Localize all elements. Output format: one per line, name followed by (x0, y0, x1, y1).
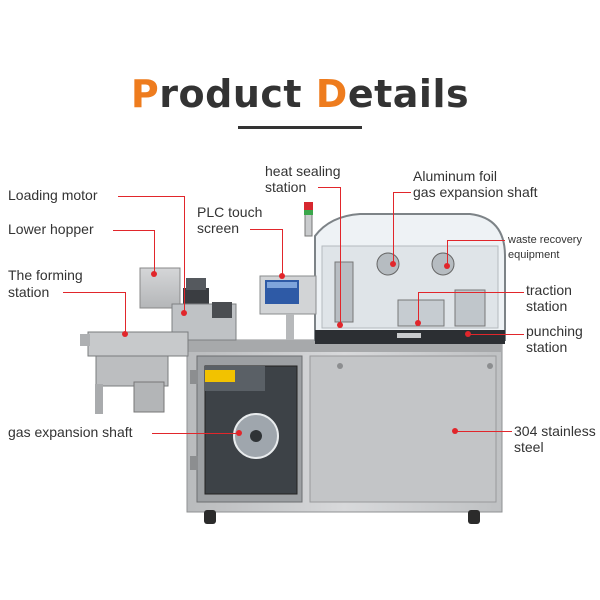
callout-forming-dot (122, 331, 128, 337)
label-heat-sealing-line2: station (265, 179, 307, 195)
callout-waste-v (447, 240, 448, 266)
label-lower-hopper: Lower hopper (8, 221, 94, 237)
callout-lower-hopper-dot (151, 271, 157, 277)
callout-plc-h (250, 229, 282, 230)
callout-punching-h (470, 334, 524, 335)
label-plc-touch-screen-line1: PLC touch (197, 204, 263, 220)
callout-traction-v (418, 292, 419, 322)
callout-gas-shaft-dot (236, 430, 242, 436)
label-loading-motor: Loading motor (8, 187, 98, 203)
label-heat-sealing-line1: heat sealing (265, 163, 341, 179)
page-title: Product Details (130, 72, 470, 116)
label-aluminum-foil-line2: gas expansion shaft (413, 184, 538, 200)
callout-lower-hopper-h (113, 230, 154, 231)
callout-plc-v (282, 229, 283, 275)
label-traction-station-line1: traction (526, 282, 572, 298)
label-punching-station-line2: station (526, 339, 568, 355)
callout-forming-h (63, 292, 125, 293)
callout-loading-motor-v (184, 196, 185, 312)
label-waste-recovery-line1: waste recovery (508, 234, 582, 246)
callout-heat-v (340, 187, 341, 325)
label-aluminum-foil-line1: Aluminum foil (413, 168, 498, 184)
callout-punching-dot (465, 331, 471, 337)
callout-waste-dot (444, 263, 450, 269)
label-stainless-steel-line1: 304 stainless (514, 423, 596, 439)
callout-traction-dot (415, 320, 421, 326)
callout-heat-dot (337, 322, 343, 328)
label-gas-expansion-shaft: gas expansion shaft (8, 424, 133, 440)
callout-steel-dot (452, 428, 458, 434)
callout-traction-h (418, 292, 524, 293)
callout-foil-h (393, 192, 411, 193)
callout-loading-motor-h (118, 196, 184, 197)
callout-lower-hopper-v (154, 230, 155, 274)
callout-forming-v (125, 292, 126, 334)
callout-heat-h (318, 187, 340, 188)
label-forming-station-line1: The forming (8, 267, 83, 283)
callout-gas-shaft-h (152, 433, 238, 434)
label-waste-recovery-line2: equipment (508, 249, 560, 261)
label-plc-touch-screen-line2: screen (197, 220, 240, 236)
callout-waste-h (447, 240, 505, 241)
label-forming-station-line2: station (8, 284, 50, 300)
callout-foil-dot (390, 261, 396, 267)
title-underline (238, 126, 362, 129)
label-traction-station-line2: station (526, 298, 568, 314)
callout-steel-h (457, 431, 512, 432)
label-punching-station-line1: punching (526, 323, 583, 339)
callout-plc-dot (279, 273, 285, 279)
callout-loading-motor-dot (181, 310, 187, 316)
callout-foil-v (393, 192, 394, 264)
label-stainless-steel-line2: steel (514, 439, 544, 455)
